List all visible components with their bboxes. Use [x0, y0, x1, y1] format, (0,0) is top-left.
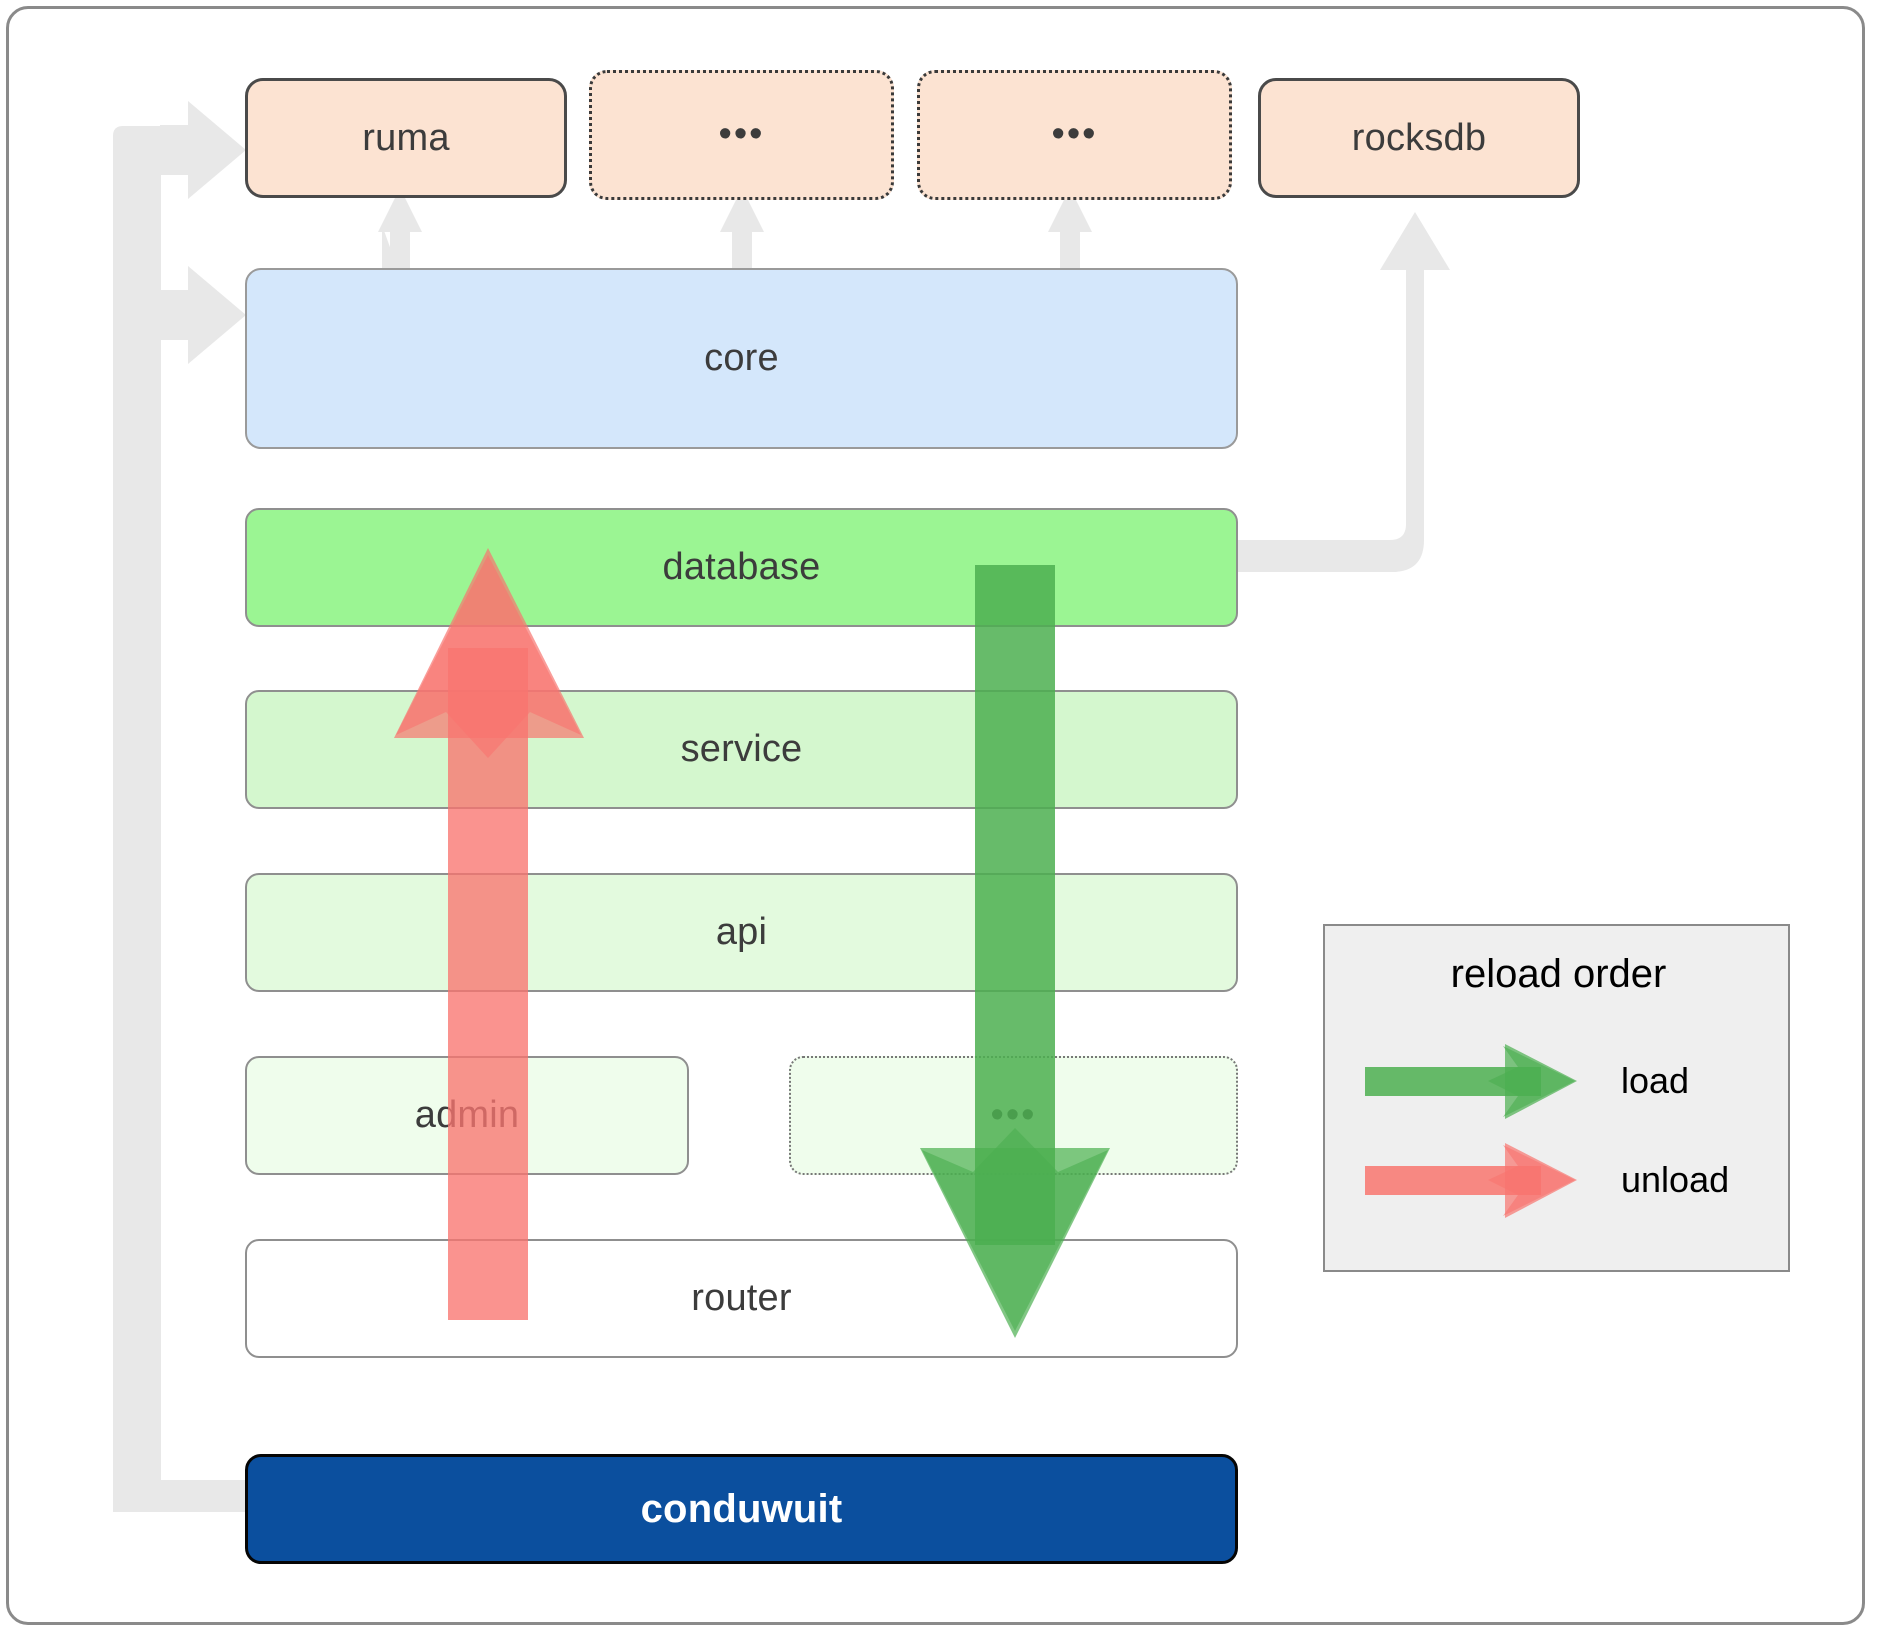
legend-unload-arrow-icon: [1365, 1143, 1577, 1218]
node-rocksdb-label: rocksdb: [1351, 116, 1487, 159]
node-dep-placeholder-2[interactable]: •••: [917, 70, 1232, 200]
node-api-label: api: [715, 911, 768, 953]
legend-arrow-swatches: [1365, 1044, 1577, 1218]
legend-label-load: load: [1621, 1060, 1690, 1101]
node-rocksdb[interactable]: rocksdb: [1258, 78, 1580, 198]
legend-label-unload: unload: [1621, 1159, 1730, 1200]
node-conduwuit-label: conduwuit: [640, 1486, 843, 1531]
legend-title: reload order: [1450, 952, 1667, 996]
node-layer-placeholder[interactable]: •••: [789, 1056, 1238, 1175]
node-conduwuit[interactable]: conduwuit: [245, 1454, 1238, 1564]
node-admin-label: admin: [414, 1094, 520, 1136]
node-dep-placeholder-1[interactable]: •••: [589, 70, 894, 200]
node-core-label: core: [704, 337, 779, 379]
node-router[interactable]: router: [245, 1239, 1238, 1358]
diagram-frame: [6, 6, 1865, 1625]
node-core[interactable]: core: [245, 268, 1238, 449]
node-service-label: service: [680, 728, 803, 770]
node-service[interactable]: service: [245, 690, 1238, 809]
node-api[interactable]: api: [245, 873, 1238, 992]
node-ruma-label: ruma: [362, 116, 450, 159]
node-router-label: router: [691, 1277, 792, 1319]
node-dep-placeholder-1-label: •••: [718, 113, 765, 156]
legend-panel: reload order load unload: [1323, 924, 1790, 1272]
node-layer-placeholder-label: •••: [990, 1093, 1037, 1136]
legend-load-arrow-icon: [1365, 1044, 1577, 1119]
node-database-label: database: [662, 546, 821, 588]
node-ruma[interactable]: ruma: [245, 78, 567, 198]
node-database[interactable]: database: [245, 508, 1238, 627]
node-admin[interactable]: admin: [245, 1056, 689, 1175]
node-dep-placeholder-2-label: •••: [1051, 113, 1098, 156]
